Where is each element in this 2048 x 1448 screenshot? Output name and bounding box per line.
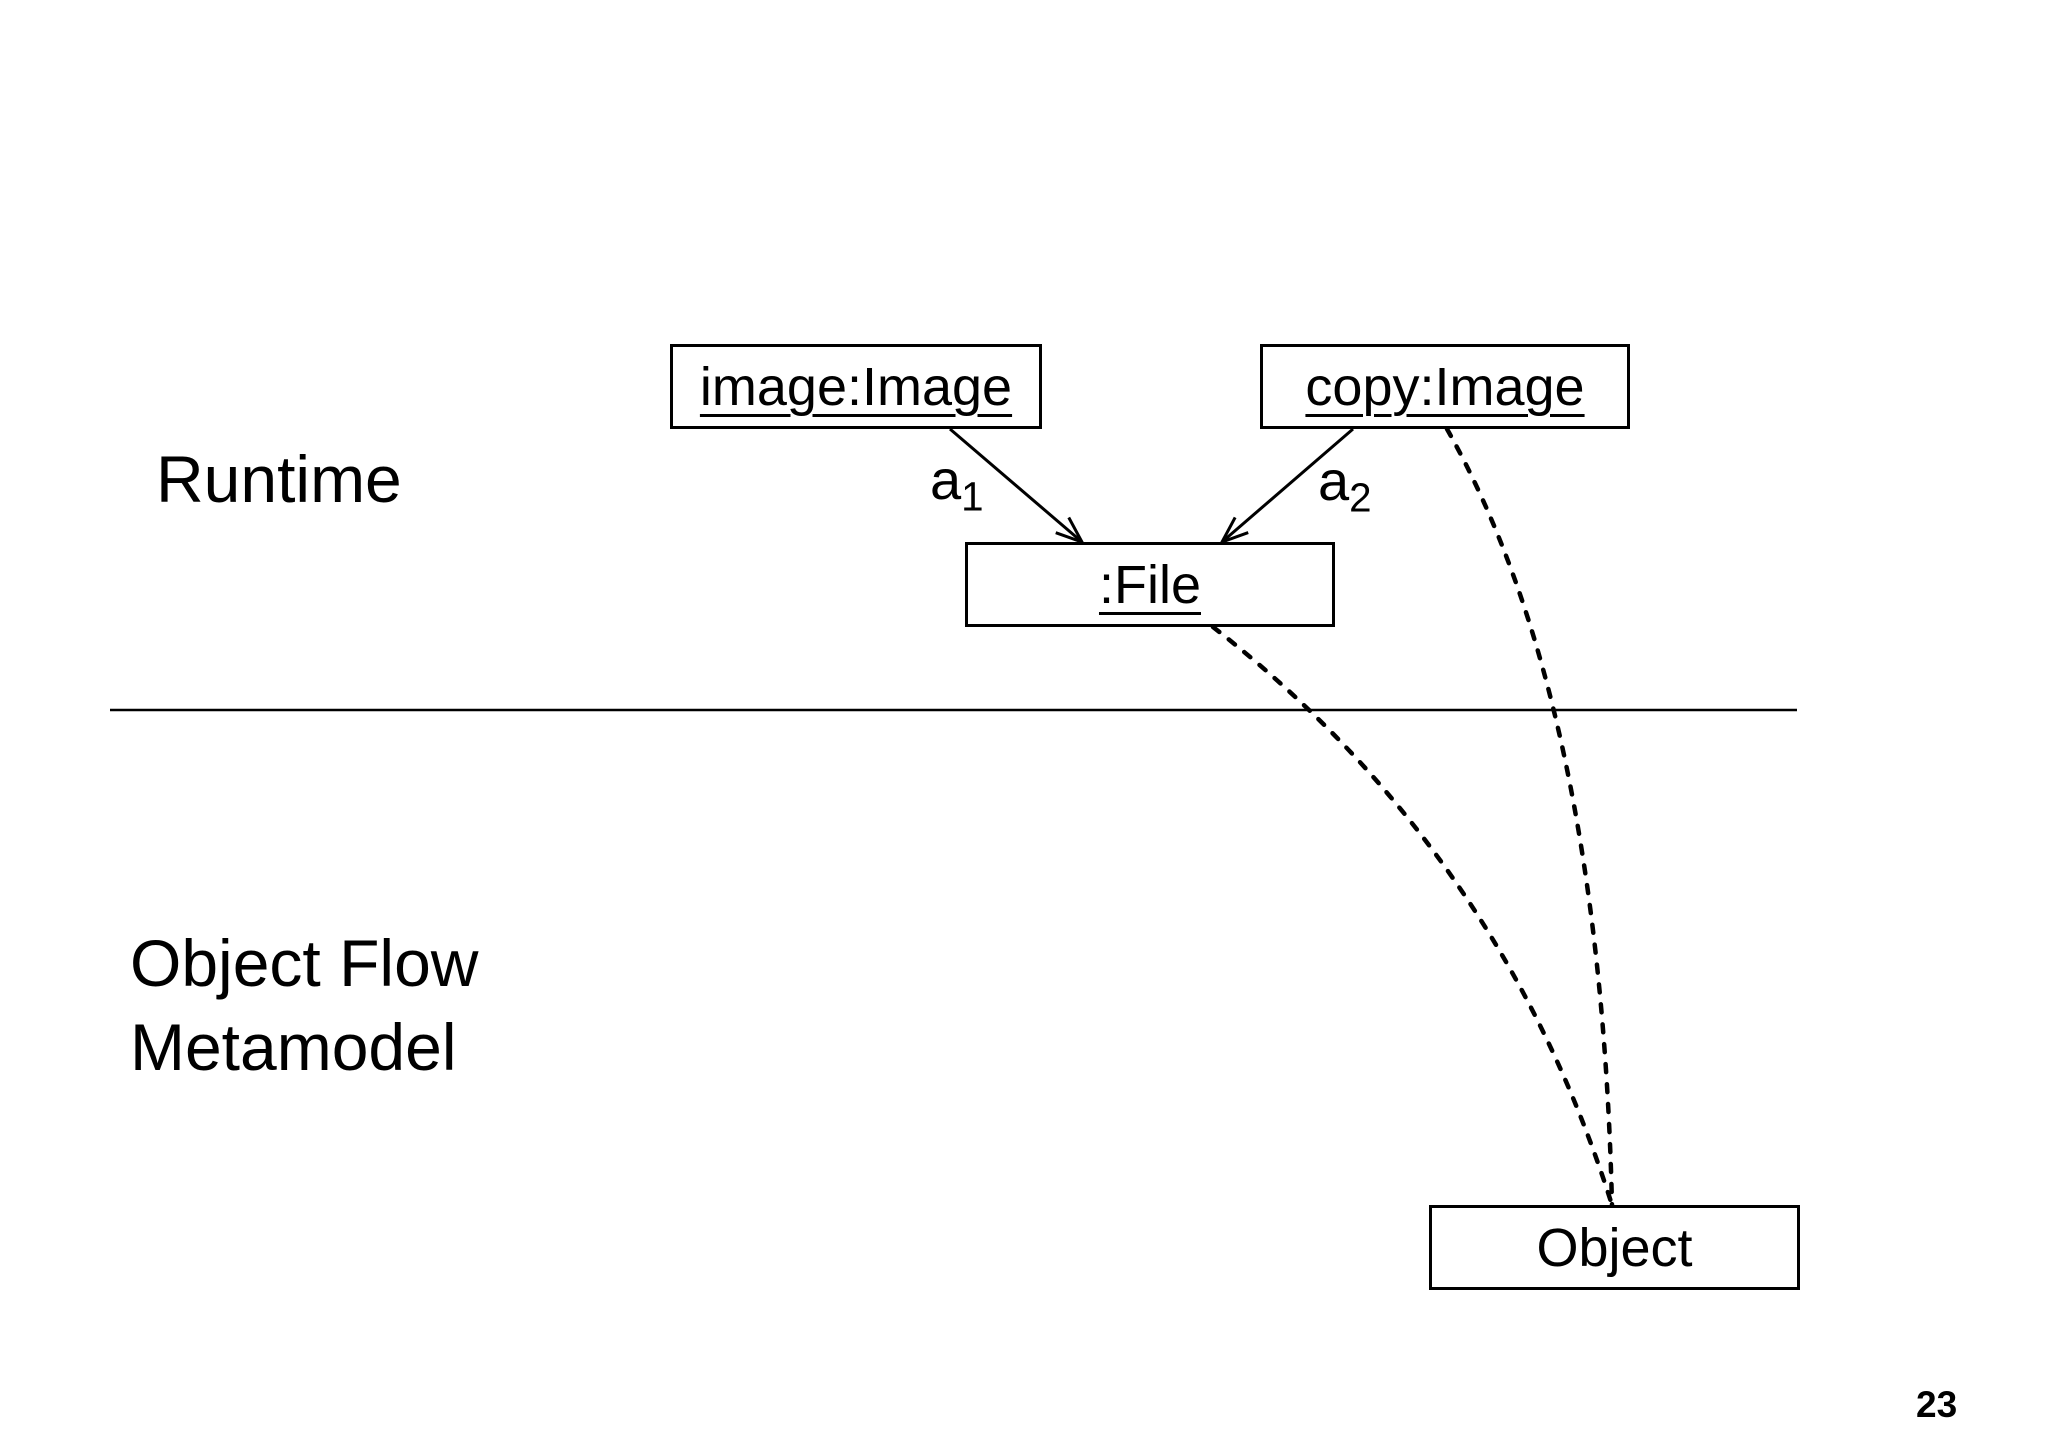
edge-label-a1-base: a [930, 448, 962, 511]
edge-label-a1: a1 [930, 452, 984, 517]
node-object-class: Object [1429, 1205, 1800, 1290]
metamodel-section-label-line1: Object Flow [130, 926, 479, 1000]
node-file-instance: :File [965, 542, 1335, 627]
node-object-label: Object [1536, 1217, 1693, 1278]
edge-file-to-object [1210, 624, 1615, 1208]
edge-copy-to-object [1444, 426, 1615, 1208]
node-copy-instance: copy:Image [1260, 344, 1630, 429]
edge-copy-to-file [1222, 427, 1354, 542]
node-file-label: :File [1098, 554, 1201, 615]
page-number: 23 [1916, 1384, 1958, 1425]
metamodel-section-label-line2: Metamodel [130, 1009, 457, 1084]
edge-image-to-file [949, 427, 1082, 542]
edge-label-a1-subscript: 1 [961, 473, 984, 520]
edge-label-a2-subscript: 2 [1349, 474, 1372, 521]
node-copy-label: copy:Image [1305, 356, 1585, 417]
metamodel-section-label: Object Flow Metamodel [130, 922, 478, 1090]
edge-label-a2-base: a [1318, 449, 1350, 512]
runtime-section-label-text: Runtime [156, 442, 402, 516]
node-image-label: image:Image [699, 356, 1013, 417]
edge-label-a2: a2 [1318, 453, 1372, 518]
runtime-section-label: Runtime [156, 438, 402, 522]
node-image-instance: image:Image [670, 344, 1042, 429]
